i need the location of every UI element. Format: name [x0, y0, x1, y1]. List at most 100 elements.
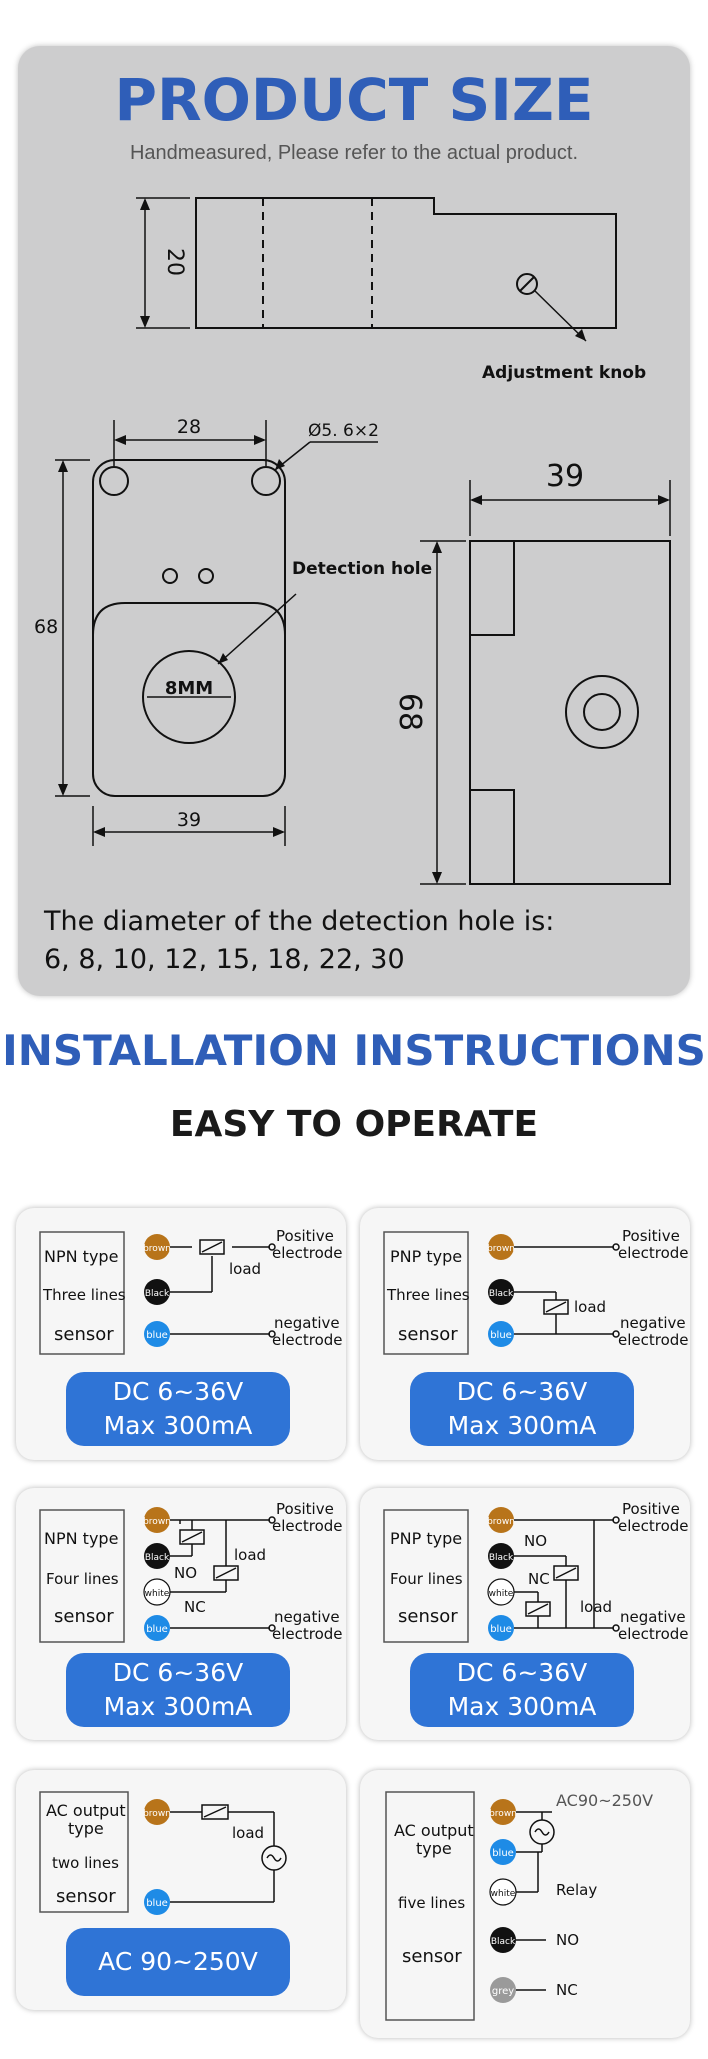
wire-label: white: [489, 1589, 514, 1599]
dim-68-left-label: 68: [34, 616, 58, 638]
sensor-lines: two lines: [52, 1854, 119, 1872]
sensor-type: AC output: [46, 1801, 126, 1820]
positive-label: Positive: [622, 1227, 680, 1245]
electrode-label: electrode: [272, 1517, 343, 1535]
mount-hole-icon: [99, 466, 129, 496]
dim-8mm-label: 8MM: [165, 678, 213, 699]
load-label: load: [232, 1824, 264, 1842]
wire-label: brown: [489, 1809, 517, 1819]
sensor-type-2: type: [416, 1839, 452, 1858]
pnp-three-spec-pill: DC 6~36V Max 300mA: [410, 1372, 634, 1446]
load-label: load: [580, 1598, 612, 1616]
sensor-type: NPN type: [44, 1529, 118, 1548]
wire-blue-icon: [144, 1321, 170, 1347]
electrode-label: electrode: [272, 1625, 343, 1643]
relay-label: Relay: [556, 1881, 597, 1899]
sensor-lines: Four lines: [390, 1570, 463, 1588]
mount-hole-icon: [251, 466, 281, 496]
spec-voltage: DC 6~36V: [112, 1377, 244, 1406]
positive-label: Positive: [622, 1500, 680, 1518]
installation-subtitle: EASY TO OPERATE: [169, 1104, 539, 1145]
sensor-label-box: [39, 1231, 125, 1355]
dim-39-bottom-label: 39: [177, 809, 201, 831]
side-view-outline: [195, 197, 617, 329]
sensor-label-box: [383, 1231, 469, 1355]
wire-grey-icon: [490, 1977, 516, 2003]
sensor-lines: five lines: [398, 1894, 465, 1912]
nc-label: NC: [528, 1570, 550, 1588]
sensor-label-box: [39, 1509, 125, 1643]
sensor-label-box: [383, 1509, 469, 1643]
wire-label: brown: [487, 1244, 515, 1254]
wire-blue-icon: [488, 1321, 514, 1347]
sensor-word: sensor: [398, 1324, 458, 1345]
wire-brown-icon: [488, 1507, 514, 1533]
wire-white-icon: [487, 1578, 515, 1606]
load-label: load: [229, 1260, 261, 1278]
wire-brown-icon: [488, 1234, 514, 1260]
wire-brown-icon: [144, 1234, 170, 1260]
wire-black-icon: [144, 1543, 170, 1569]
dim-39-right-label: 39: [546, 459, 584, 494]
negative-label: negative: [620, 1314, 686, 1332]
wire-label: Black: [145, 1553, 170, 1563]
dim-hole-label: Ø5. 6×2: [308, 421, 379, 441]
sensor-type-2: type: [68, 1819, 104, 1838]
adjustment-knob-label: Adjustment knob: [482, 363, 646, 383]
no-label: NO: [174, 1564, 197, 1582]
spec-voltage: DC 6~36V: [456, 1658, 588, 1687]
wire-blue-icon: [144, 1615, 170, 1641]
product-size-panel: [18, 46, 690, 996]
wire-label: Black: [145, 1289, 170, 1299]
ac-two-spec-pill: AC 90~250V: [66, 1928, 290, 1996]
electrode-label: electrode: [272, 1331, 343, 1349]
dim-28-label: 28: [177, 416, 201, 438]
ac-five-lines-card: [360, 1770, 690, 2038]
dim-20-label: 20: [162, 248, 187, 276]
adjustment-knob-icon: [516, 273, 538, 295]
electrode-label: electrode: [618, 1331, 689, 1349]
wire-brown-icon: [144, 1799, 170, 1825]
electrode-label: electrode: [618, 1625, 689, 1643]
dim-68-right-label: 68: [392, 693, 427, 731]
installation-title: INSTALLATION INSTRUCTIONS: [2, 1026, 706, 1075]
sensor-type: AC output: [394, 1821, 474, 1840]
wire-label: brown: [487, 1517, 515, 1527]
sensor-word: sensor: [54, 1324, 114, 1345]
spec-current: Max 300mA: [103, 1411, 253, 1440]
wire-black-icon: [490, 1927, 516, 1953]
negative-label: negative: [274, 1608, 340, 1626]
sensor-word: sensor: [398, 1606, 458, 1627]
wire-brown-icon: [144, 1507, 170, 1533]
wire-label: blue: [146, 1898, 168, 1909]
spec-voltage: DC 6~36V: [456, 1377, 588, 1406]
positive-label: Positive: [276, 1227, 334, 1245]
sensor-type: PNP type: [390, 1529, 462, 1548]
sensor-word: sensor: [54, 1606, 114, 1627]
detection-hole-icon: [142, 650, 236, 744]
spec-current: Max 300mA: [447, 1411, 597, 1440]
wire-label: Black: [489, 1289, 514, 1299]
sensor-label-box: [385, 1791, 475, 2021]
wire-white-icon: [143, 1578, 171, 1606]
load-label: load: [234, 1546, 266, 1564]
wire-label: blue: [490, 1624, 512, 1635]
spec-current: Max 300mA: [447, 1692, 597, 1721]
positive-label: Positive: [276, 1500, 334, 1518]
load-label: load: [574, 1298, 606, 1316]
wire-blue-icon: [144, 1889, 170, 1915]
no-label: NO: [524, 1532, 547, 1550]
wire-black-icon: [488, 1279, 514, 1305]
ac-voltage-label: AC90~250V: [556, 1791, 653, 1810]
detection-hole-label: Detection hole: [292, 559, 432, 579]
sensor-word: sensor: [56, 1886, 116, 1907]
npn-four-spec-pill: DC 6~36V Max 300mA: [66, 1653, 290, 1727]
sensor-lines: Three lines: [386, 1286, 470, 1304]
negative-label: negative: [274, 1314, 340, 1332]
wire-brown-icon: [490, 1799, 516, 1825]
wire-label: blue: [146, 1624, 168, 1635]
sensor-lines: Three lines: [42, 1286, 126, 1304]
spec-current: Max 300mA: [103, 1692, 253, 1721]
wire-label: grey: [492, 1986, 514, 1997]
